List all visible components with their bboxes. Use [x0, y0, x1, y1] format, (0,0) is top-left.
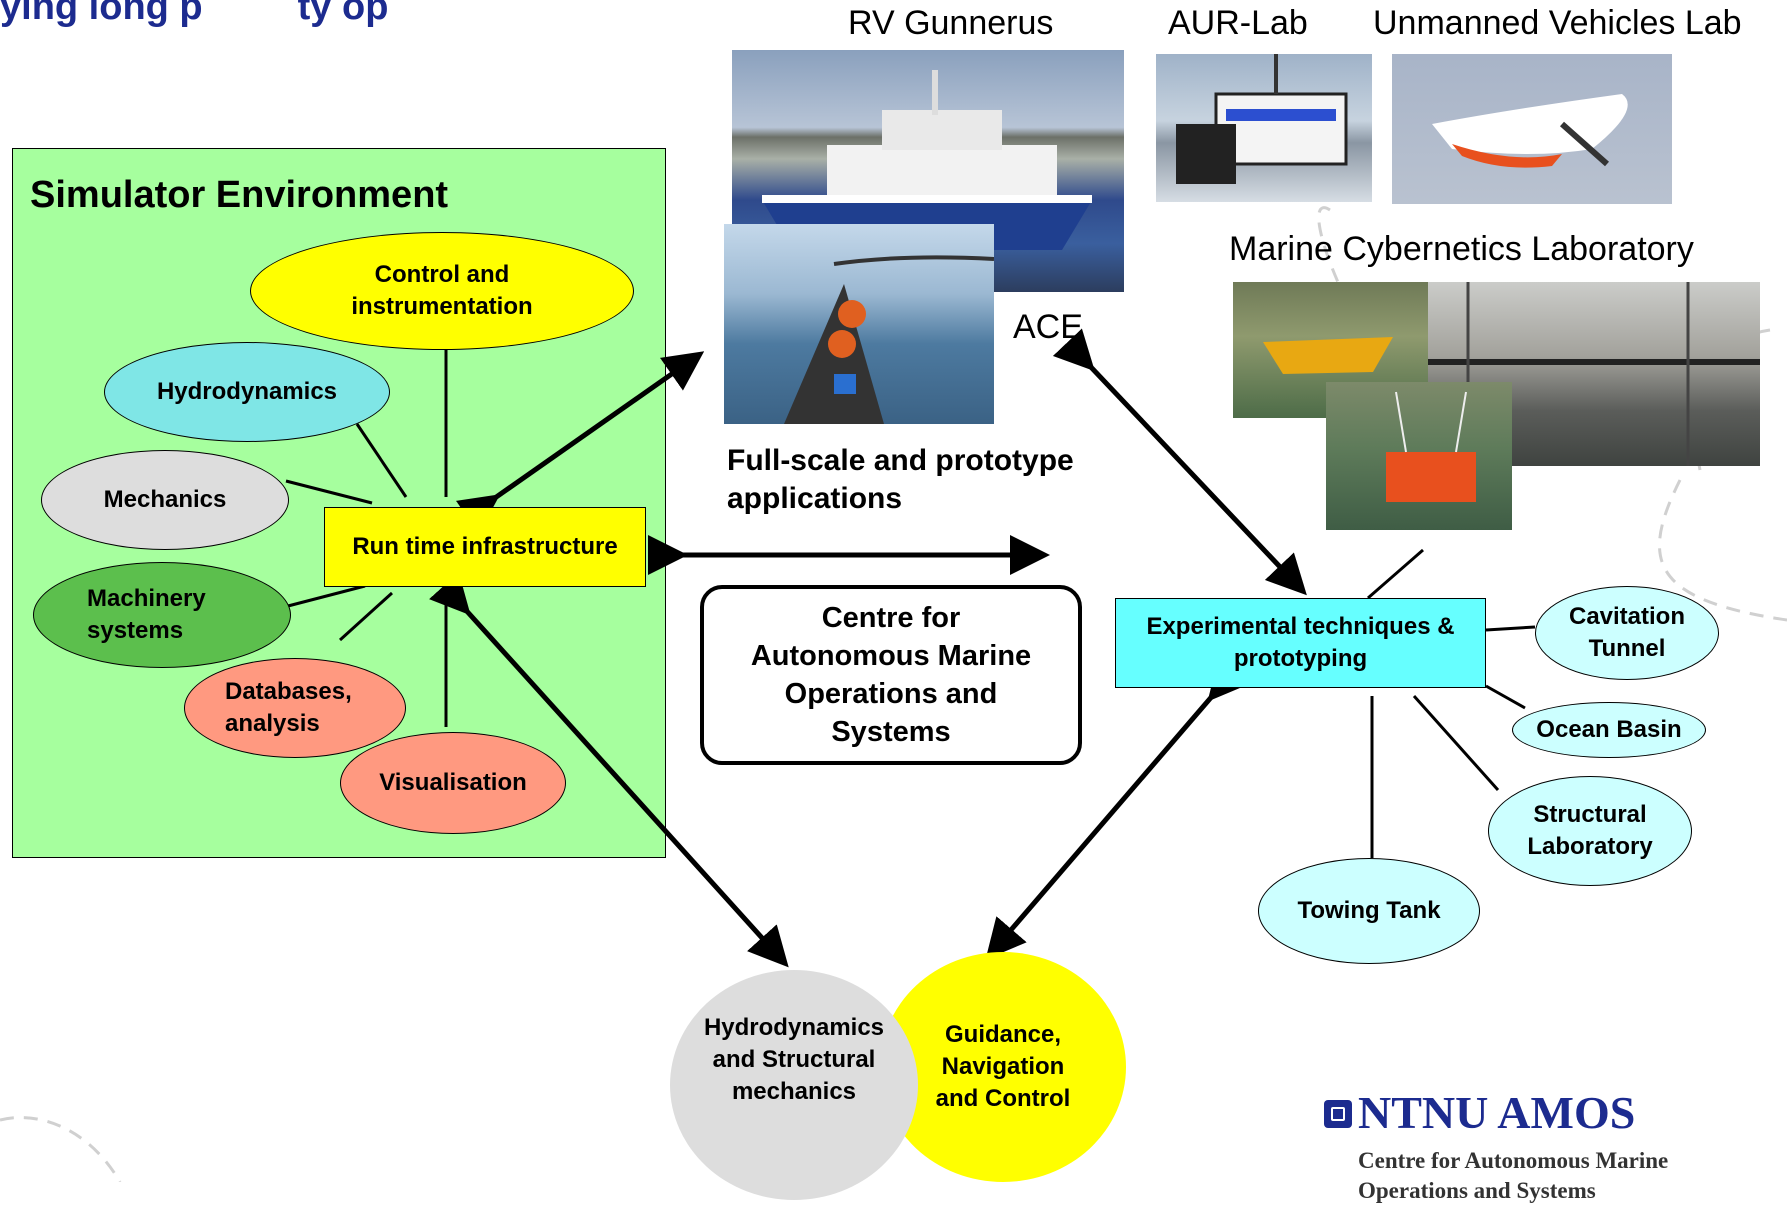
experimental-techniques-box: Experimental techniques & prototyping — [1115, 598, 1486, 688]
node-mechanics: Mechanics — [41, 450, 289, 550]
spoke-hydro — [355, 423, 408, 498]
dashed-arc-top — [1317, 206, 1422, 421]
label-unmanned-vehicles-lab: Unmanned Vehicles Lab — [1373, 4, 1742, 42]
centre-box: Centre for Autonomous Marine Operations … — [700, 585, 1082, 765]
node-ocean-basin: Ocean Basin — [1512, 702, 1706, 758]
ntnu-amos-logo: NTNU AMOS Centre for Autonomous Marine O… — [1324, 1087, 1744, 1203]
photo-unmanned-vehicle — [1392, 54, 1672, 204]
node-hydro-structural: Hydrodynamics and Structural mechanics — [670, 970, 918, 1200]
arrow-experimental-to-gnc — [985, 658, 1249, 960]
logo-square-icon — [1324, 1100, 1352, 1128]
logo-subtitle: Centre for Autonomous Marine Operations … — [1358, 1148, 1669, 1203]
spoke-mechanics — [285, 479, 373, 505]
arrow-sim-to-fullscale — [455, 351, 705, 534]
dashed-arc-right — [1658, 479, 1787, 622]
node-hydrodynamics: Hydrodynamics — [104, 342, 390, 442]
label-marine-cybernetics: Marine Cybernetics Laboratory — [1229, 230, 1694, 268]
spoke-databases — [338, 591, 394, 642]
orange-model-illustration — [1386, 391, 1476, 502]
node-machinery-systems: Machinery systems — [33, 562, 291, 668]
run-time-infrastructure: Run time infrastructure — [324, 507, 646, 587]
page-title-partial: ying long p ty op — [0, 0, 389, 28]
spoke-photo — [1367, 548, 1424, 600]
node-gnc: Guidance, Navigation and Control — [880, 952, 1126, 1182]
node-towing-tank: Towing Tank — [1258, 858, 1480, 964]
node-cavitation-tunnel: Cavitation Tunnel — [1535, 586, 1719, 680]
label-rv-gunnerus: RV Gunnerus — [848, 4, 1054, 42]
spoke-machinery — [287, 584, 366, 608]
uav-illustration — [1432, 94, 1628, 168]
photo-aur-lab — [1156, 54, 1372, 202]
rov-illustration — [1176, 54, 1348, 184]
node-visualisation: Visualisation — [340, 732, 566, 834]
arrow-ace-to-experimental — [1052, 328, 1307, 596]
label-aur-lab: AUR-Lab — [1168, 4, 1308, 42]
label-full-scale: Full-scale and prototype applications — [727, 444, 1074, 515]
spoke-ocean — [1485, 684, 1526, 710]
arrow-sim-to-hydro — [429, 572, 789, 968]
simulator-title: Simulator Environment — [30, 174, 449, 216]
spoke-cavitation — [1485, 625, 1536, 632]
spoke-structural — [1412, 695, 1500, 791]
logo-name: NTNU AMOS — [1358, 1087, 1636, 1138]
node-databases-analysis: Databases, analysis — [184, 658, 406, 758]
photo-basin-orange-model — [1326, 382, 1512, 530]
node-control-instrumentation: Control and instrumentation — [250, 232, 634, 350]
dashed-arc-bottom-left — [0, 1116, 122, 1182]
photo-ace-aquaculture — [724, 224, 994, 424]
node-structural-laboratory: Structural Laboratory — [1488, 776, 1692, 886]
fish-farm-illustration — [784, 255, 994, 424]
